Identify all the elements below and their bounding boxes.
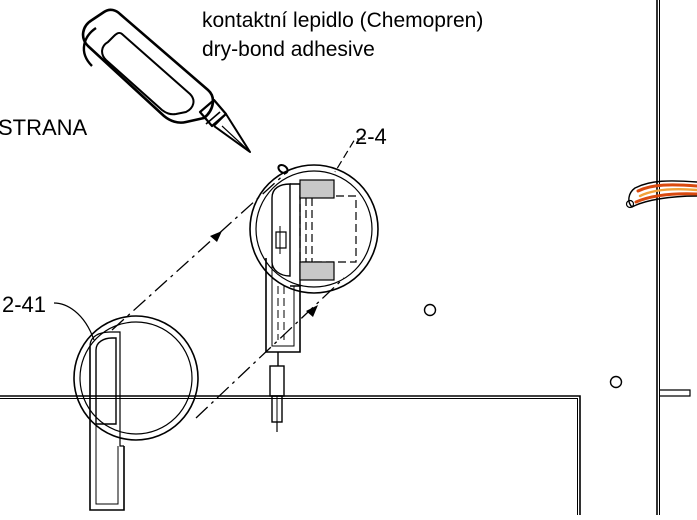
part-label-upper: 2-4 bbox=[355, 126, 387, 148]
adhesive-note-english: dry-bond adhesive bbox=[202, 39, 375, 60]
label-leaders bbox=[54, 139, 365, 340]
mounting-holes bbox=[425, 305, 622, 388]
adhesive-note-czech: kontaktní lepidlo (Chemopren) bbox=[202, 10, 483, 31]
wire-bundle-icon bbox=[627, 181, 697, 208]
projection-lines bbox=[112, 172, 344, 418]
part-label-lower: 2-41 bbox=[2, 294, 46, 316]
base-panel bbox=[0, 396, 580, 515]
hole-lower bbox=[611, 377, 622, 388]
upper-clip-assembly bbox=[250, 165, 378, 352]
lower-strip-assembly bbox=[74, 316, 198, 510]
frame-edge bbox=[657, 0, 690, 515]
side-label: STRANA bbox=[0, 117, 87, 139]
hole-upper bbox=[425, 305, 436, 316]
connector-plug bbox=[270, 352, 284, 432]
